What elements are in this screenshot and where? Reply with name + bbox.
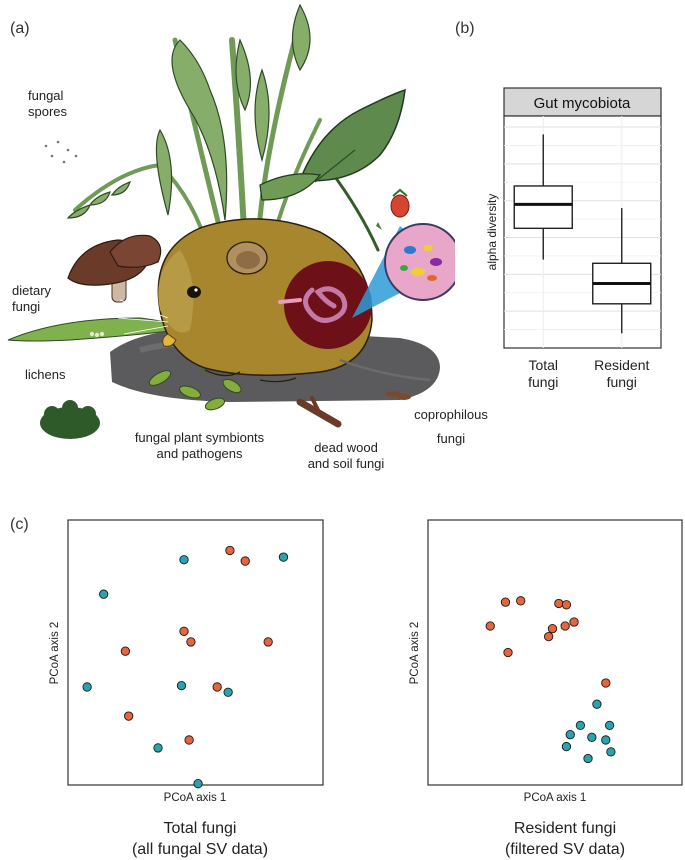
serrated-leaf bbox=[298, 88, 406, 182]
boxplot-category-label: fungi bbox=[607, 374, 637, 390]
scatter-point-orange bbox=[547, 624, 558, 634]
scatter-point-teal bbox=[583, 753, 593, 764]
boxplot-panel bbox=[503, 115, 662, 349]
label-plant-symbionts: fungal plant symbionts and pathogens bbox=[134, 430, 265, 461]
scatter-total-frame bbox=[67, 519, 324, 786]
label-coprophilous: coprophilous fungi bbox=[414, 407, 488, 446]
scatter-point-teal bbox=[575, 720, 586, 731]
scatter-point-teal bbox=[82, 682, 92, 692]
scatter-point-orange bbox=[601, 678, 611, 688]
ground-leaves bbox=[148, 370, 242, 411]
scatter-point-teal bbox=[587, 732, 597, 742]
strawberry bbox=[390, 194, 410, 218]
caption-resident-fungi: Resident fungi (filtered SV data) bbox=[504, 820, 626, 858]
scatter-resident-fungi: PCoA axis 1 PCoA axis 2 bbox=[409, 519, 683, 804]
scatter-point-orange bbox=[516, 596, 526, 606]
scatter-total-xlabel: PCoA axis 1 bbox=[164, 792, 227, 804]
scatter-point-teal bbox=[179, 555, 189, 565]
scatter-point-orange bbox=[543, 631, 554, 642]
boxplot-category-label: Resident bbox=[594, 357, 649, 373]
panel-label-b: (b) bbox=[455, 20, 475, 37]
box-iqr bbox=[513, 185, 573, 230]
scatter-total-ylabel: PCoA axis 2 bbox=[49, 622, 61, 685]
boxplot-category-label: fungi bbox=[528, 374, 558, 390]
scatter-point-orange bbox=[569, 617, 579, 627]
dietary-mushrooms bbox=[67, 234, 162, 303]
panel-label-c: (c) bbox=[10, 516, 29, 533]
scatter-resident-ylabel: PCoA axis 2 bbox=[409, 622, 421, 685]
scatter-resident-frame bbox=[427, 519, 683, 786]
lichen-clump bbox=[40, 400, 100, 439]
scatter-total-fungi: PCoA axis 1 PCoA axis 2 bbox=[49, 519, 324, 804]
scatter-point-teal bbox=[176, 680, 187, 691]
scatter-point-teal bbox=[606, 747, 616, 757]
panel-label-a: (a) bbox=[10, 20, 30, 37]
label-dietary-fungi: dietary fungi bbox=[12, 283, 52, 314]
scatter-point-orange bbox=[120, 646, 131, 656]
scatter-resident-xlabel: PCoA axis 1 bbox=[524, 792, 587, 804]
scatter-point-orange bbox=[263, 637, 273, 647]
microbe-bubble bbox=[384, 223, 455, 301]
grass-leaves bbox=[66, 3, 311, 221]
scatter-point-teal bbox=[592, 699, 602, 709]
scatter-point-orange bbox=[212, 682, 222, 692]
scatter-point-teal bbox=[601, 735, 611, 745]
scatter-point-orange bbox=[561, 600, 572, 610]
boxplot-strip bbox=[503, 87, 662, 117]
scatter-point-orange bbox=[500, 597, 511, 607]
scatter-point-teal bbox=[278, 552, 289, 562]
boxplot-category-label: Total bbox=[528, 357, 558, 373]
scatter-point-orange bbox=[240, 556, 250, 566]
scatter-point-teal bbox=[193, 779, 203, 789]
scatter-point-orange bbox=[186, 637, 196, 647]
boxplot-chart: Gut mycobiota alpha diversity Totalfungi… bbox=[485, 87, 662, 390]
scatter-point-teal bbox=[561, 741, 572, 752]
vole-eye bbox=[187, 286, 201, 298]
boxplot-ylabel: alpha diversity bbox=[485, 194, 499, 271]
scatter-point-teal bbox=[223, 687, 233, 697]
spore-dots bbox=[44, 140, 78, 164]
label-dead-wood: dead wood and soil fungi bbox=[307, 440, 385, 471]
scatter-point-orange bbox=[225, 545, 235, 556]
label-lichens: lichens bbox=[25, 367, 66, 382]
scatter-point-teal bbox=[604, 720, 615, 731]
scatter-point-orange bbox=[503, 647, 513, 658]
scatter-point-orange bbox=[184, 735, 194, 745]
label-fungal-spores: fungal spores bbox=[28, 88, 68, 119]
boxplot-boxes bbox=[513, 134, 652, 334]
scatter-point-orange bbox=[554, 598, 564, 609]
scatter-point-orange bbox=[179, 626, 189, 636]
caption-total-fungi: Total fungi (all fungal SV data) bbox=[131, 820, 269, 858]
boxplot-title: Gut mycobiota bbox=[534, 95, 631, 112]
scatter-point-orange bbox=[560, 621, 570, 631]
scatter-point-orange bbox=[485, 621, 495, 631]
scatter-point-orange bbox=[124, 711, 134, 721]
dead-wood bbox=[296, 398, 342, 428]
scatter-point-teal bbox=[565, 729, 575, 740]
scatter-point-teal bbox=[153, 743, 163, 753]
scatter-point-teal bbox=[99, 589, 109, 599]
vole-illustration bbox=[7, 3, 455, 439]
